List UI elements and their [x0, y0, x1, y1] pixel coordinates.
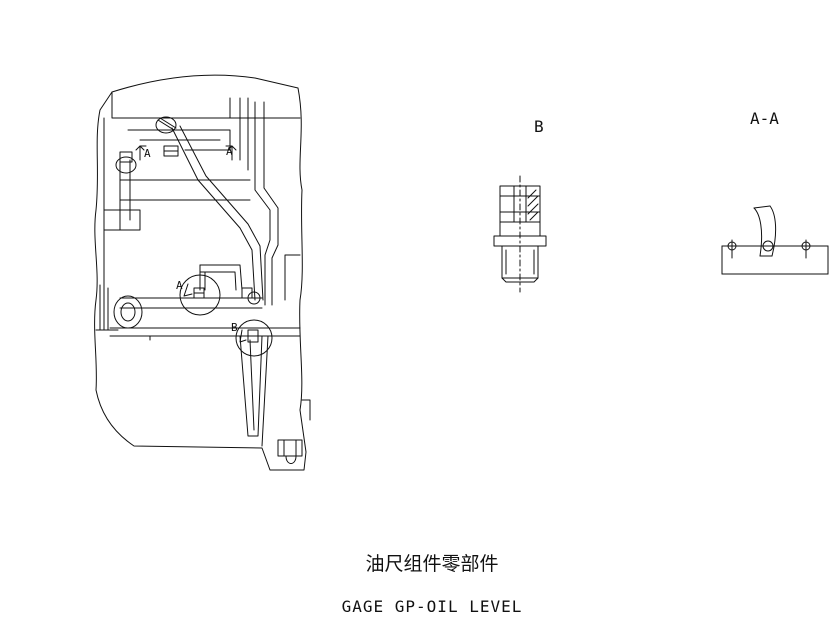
title-english: GAGE GP-OIL LEVEL [342, 597, 523, 616]
fitting-right-upper [241, 287, 261, 305]
engine-block-outline [94, 74, 307, 471]
section-arrow-left [135, 145, 147, 161]
callout-circle-b [235, 319, 273, 357]
callout-a-circle-label: A [176, 279, 183, 292]
detail-b-fitting [493, 175, 547, 293]
callout-circle-a [179, 274, 221, 316]
lower-dipstick-guide [239, 335, 311, 464]
fitting-left [115, 151, 137, 174]
callout-b-circle-label: B [231, 321, 238, 334]
callout-a-top-right: A [226, 145, 233, 158]
title-chinese: 油尺组件零部件 [365, 553, 498, 575]
callout-a-top-left: A [144, 147, 151, 160]
section-aa-label: A-A [750, 109, 779, 128]
fitting-top [163, 145, 179, 157]
oil-pan-section [99, 129, 251, 331]
dipstick-tube [155, 116, 264, 301]
section-aa-view [721, 205, 829, 275]
detail-b-label: B [534, 117, 544, 136]
section-arrow-right [225, 145, 237, 161]
